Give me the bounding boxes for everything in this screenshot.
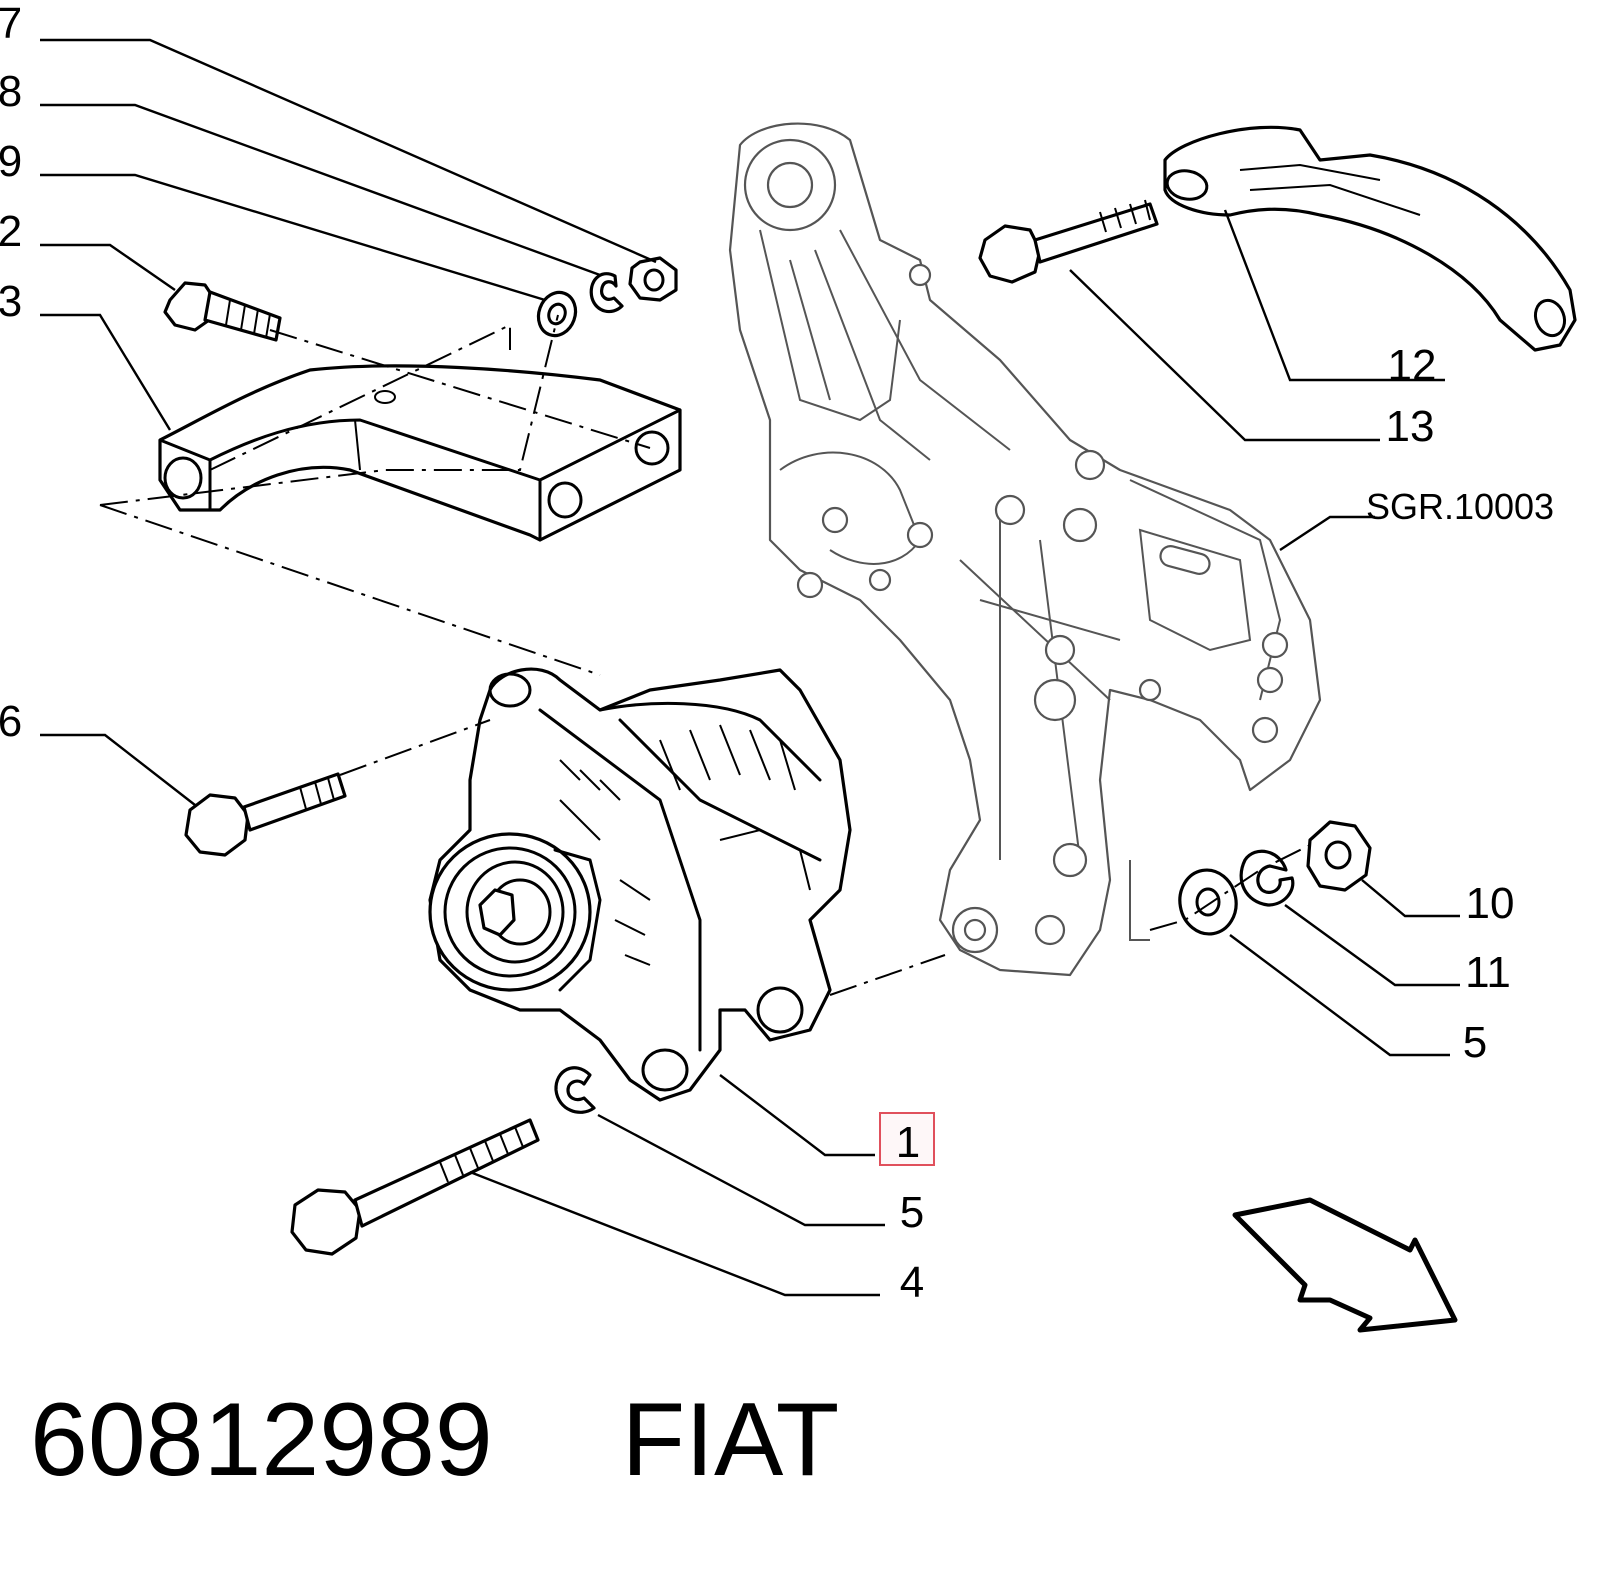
strap-part-12 [1163, 125, 1577, 352]
callout-5-lower: 5 [900, 1188, 924, 1237]
lock-washer-part-11 [1239, 849, 1295, 907]
callout-2: 2 [0, 207, 22, 256]
lock-washer-part-5-lower [554, 1066, 596, 1114]
washer-part-5-right [1178, 868, 1238, 936]
callout-3: 3 [0, 277, 22, 326]
spacer-bracket-part-3 [158, 364, 682, 542]
part-caption: 60812989 FIAT [30, 1380, 839, 1500]
callout-13: 13 [1386, 402, 1435, 451]
washer-part-9 [536, 290, 578, 338]
callout-6: 6 [0, 697, 22, 746]
callout-1[interactable]: 1 [896, 1118, 920, 1167]
callout-10: 10 [1466, 879, 1515, 928]
callout-11: 11 [1465, 948, 1511, 997]
nut-part-7 [628, 256, 678, 302]
bolt-part-4 [290, 1118, 540, 1256]
callout-1-highlight-box[interactable] [879, 1112, 935, 1166]
leader-lines [40, 38, 1460, 1297]
bolt-part-2 [163, 281, 282, 342]
alternator-part-1 [428, 667, 852, 1102]
callout-4: 4 [900, 1258, 924, 1307]
engine-mounting-bracket [728, 122, 1322, 977]
nut-part-10 [1306, 820, 1372, 892]
reference-code: SGR.10003 [1366, 486, 1554, 527]
alignment-lines [99, 314, 1311, 996]
lock-washer-part-8 [589, 272, 624, 314]
callout-labels: 7 8 9 2 3 6 12 13 SGR.10003 10 11 5 1 5 … [0, 0, 1554, 1307]
bolt-part-6 [184, 772, 347, 857]
callout-8: 8 [0, 67, 22, 116]
callout-9: 9 [0, 137, 22, 186]
part-number: 60812989 [30, 1382, 493, 1498]
direction-arrow [1232, 1197, 1458, 1333]
bolt-part-13 [978, 199, 1159, 284]
callout-5-right: 5 [1463, 1018, 1487, 1067]
callout-12: 12 [1388, 341, 1437, 390]
callout-7: 7 [0, 0, 22, 48]
brand-name: FIAT [621, 1382, 840, 1498]
